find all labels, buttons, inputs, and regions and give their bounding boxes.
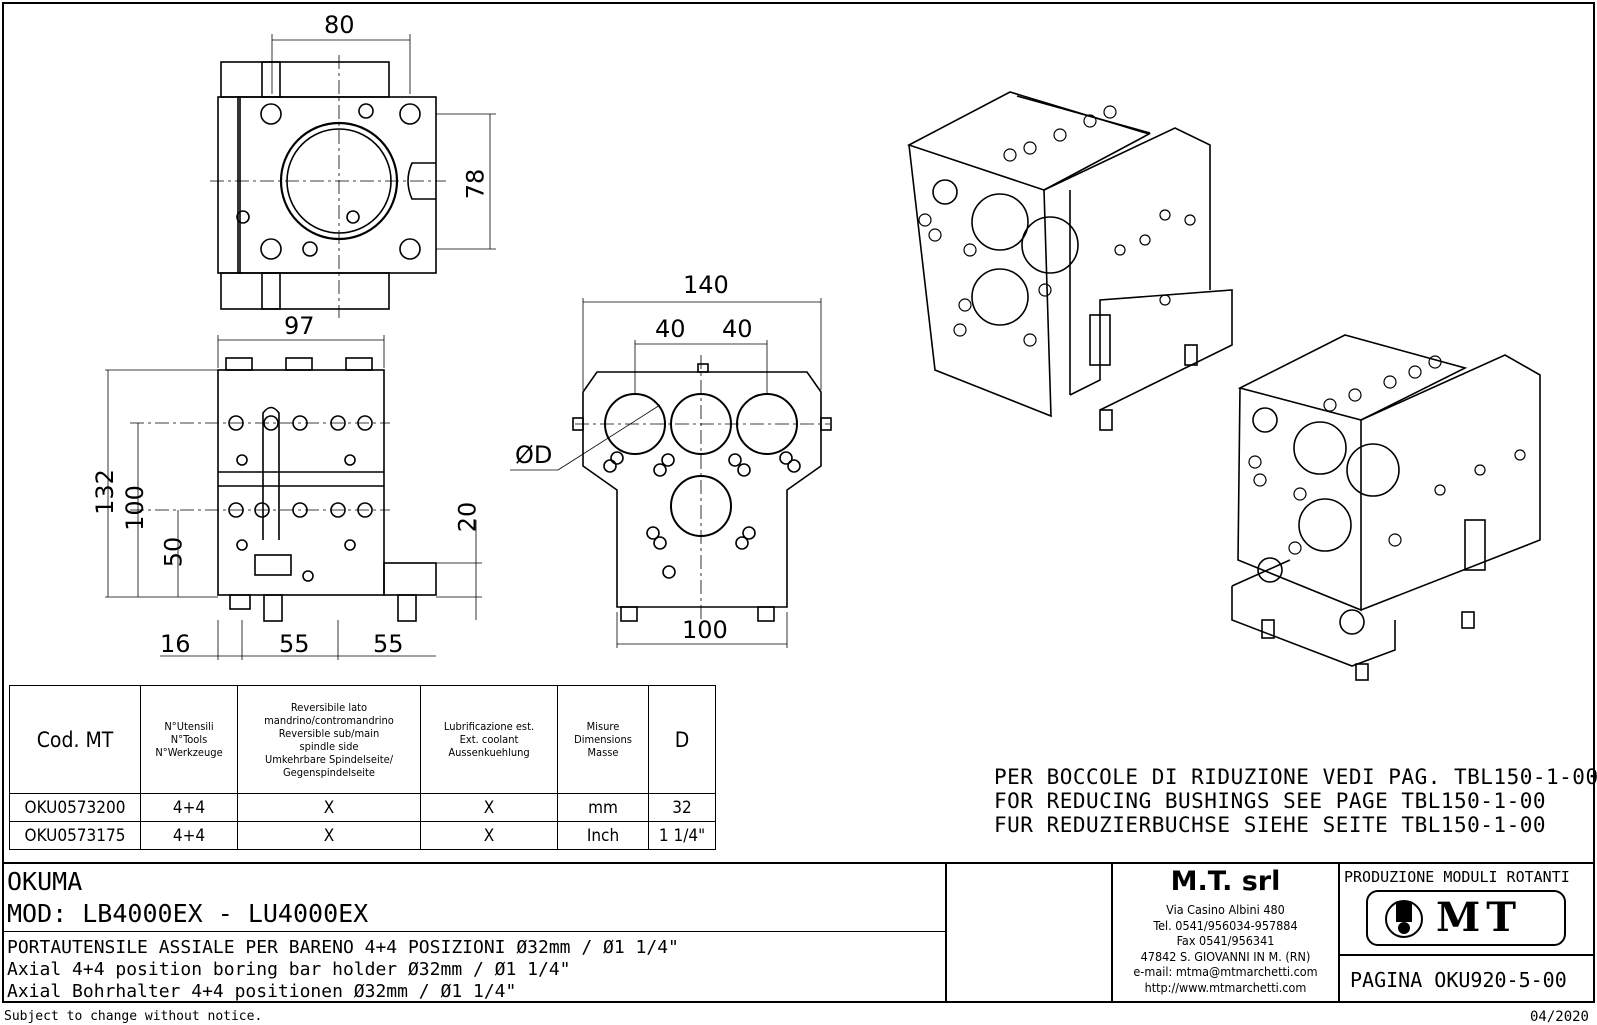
page-number: PAGINA OKU920-5-00: [1350, 968, 1567, 992]
rotary-module-icon: [1385, 900, 1423, 938]
logo-text: MT: [1436, 894, 1523, 941]
note-en: FOR REDUCING BUSHINGS SEE PAGE TBL150-1-…: [994, 789, 1547, 813]
header-code: Cod. MT: [9, 685, 141, 794]
table-row: OKU0573200 4+4 X X mm 32: [9, 793, 716, 822]
row1-d: 32: [648, 793, 716, 822]
dim-side-bottom-55b: 55: [373, 630, 404, 658]
dim-front-base-width: 100: [682, 616, 728, 644]
production-box: [1338, 862, 1595, 956]
dim-side-width: 97: [284, 312, 315, 340]
table-row: OKU0573175 4+4 X X Inch 1 1/4": [9, 821, 716, 850]
note-de: FUR REDUZIERBUCHSE SIEHE SEITE TBL150-1-…: [994, 813, 1547, 837]
row2-d: 1 1/4": [648, 821, 716, 850]
row1-tools: 4+4: [140, 793, 238, 822]
row2-coolant: X: [420, 821, 558, 850]
production-label: PRODUZIONE MODULI ROTANTI: [1344, 868, 1570, 886]
desc-it: PORTAUTENSILE ASSIALE PER BARENO 4+4 POS…: [7, 937, 679, 958]
iso-view-lower: [1231, 334, 1541, 681]
mt-logo: MT: [1366, 890, 1566, 946]
dim-top-height: 78: [461, 168, 490, 200]
header-dimensions: Misure Dimensions Masse: [557, 685, 649, 794]
header-d: D: [648, 685, 716, 794]
side-view: [105, 335, 482, 660]
desc-en: Axial 4+4 position boring bar holder Ø32…: [7, 959, 571, 980]
desc-de: Axial Bohrhalter 4+4 positionen Ø32mm / …: [7, 981, 517, 1002]
dim-side-bottom-55a: 55: [279, 630, 310, 658]
dim-front-diameter: ØD: [515, 441, 553, 469]
dim-side-bottom-16: 16: [160, 630, 191, 658]
row1-units: mm: [557, 793, 649, 822]
header-coolant: Lubrificazione est. Ext. coolant Aussenk…: [420, 685, 558, 794]
dim-front-spacing-a: 40: [655, 315, 686, 343]
note-it: PER BOCCOLE DI RIDUZIONE VEDI PAG. TBL15…: [994, 765, 1597, 789]
dim-side-mid-height: 100: [120, 485, 149, 531]
iso-view-upper: [906, 91, 1233, 431]
title-blank-box: [945, 862, 1113, 1003]
row1-reversible: X: [237, 793, 421, 822]
dim-side-low-height: 50: [159, 536, 188, 568]
row1-coolant: X: [420, 793, 558, 822]
machine-name: OKUMA: [7, 867, 83, 896]
row2-tools: 4+4: [140, 821, 238, 850]
spec-table: Cod. MT N°Utensili N°Tools N°Werkzeuge R…: [9, 685, 716, 850]
reducing-bushing-notes: PER BOCCOLE DI RIDUZIONE VEDI PAG. TBL15…: [994, 765, 1597, 837]
front-view: [510, 298, 832, 648]
disclaimer: Subject to change without notice.: [4, 1009, 263, 1024]
dim-front-total-width: 140: [683, 271, 729, 299]
header-reversible: Reversibile lato mandrino/contromandrino…: [237, 685, 421, 794]
dim-side-total-height: 132: [90, 469, 119, 515]
row2-code: OKU0573175: [9, 821, 141, 850]
dim-top-width: 80: [324, 11, 355, 39]
row2-units: Inch: [557, 821, 649, 850]
dim-side-base-height: 20: [453, 501, 482, 533]
dim-front-spacing-b: 40: [722, 315, 753, 343]
row1-code: OKU0573200: [9, 793, 141, 822]
header-tools: N°Utensili N°Tools N°Werkzeuge: [140, 685, 238, 794]
revision-date: 04/2020: [1529, 1009, 1589, 1025]
top-view: [210, 34, 496, 318]
company-name: M.T. srl: [1170, 866, 1281, 897]
model-name: MOD: LB4000EX - LU4000EX: [7, 899, 369, 928]
row2-reversible: X: [237, 821, 421, 850]
company-address: Via Casino Albini 480 Tel. 0541/956034-9…: [1133, 902, 1318, 995]
